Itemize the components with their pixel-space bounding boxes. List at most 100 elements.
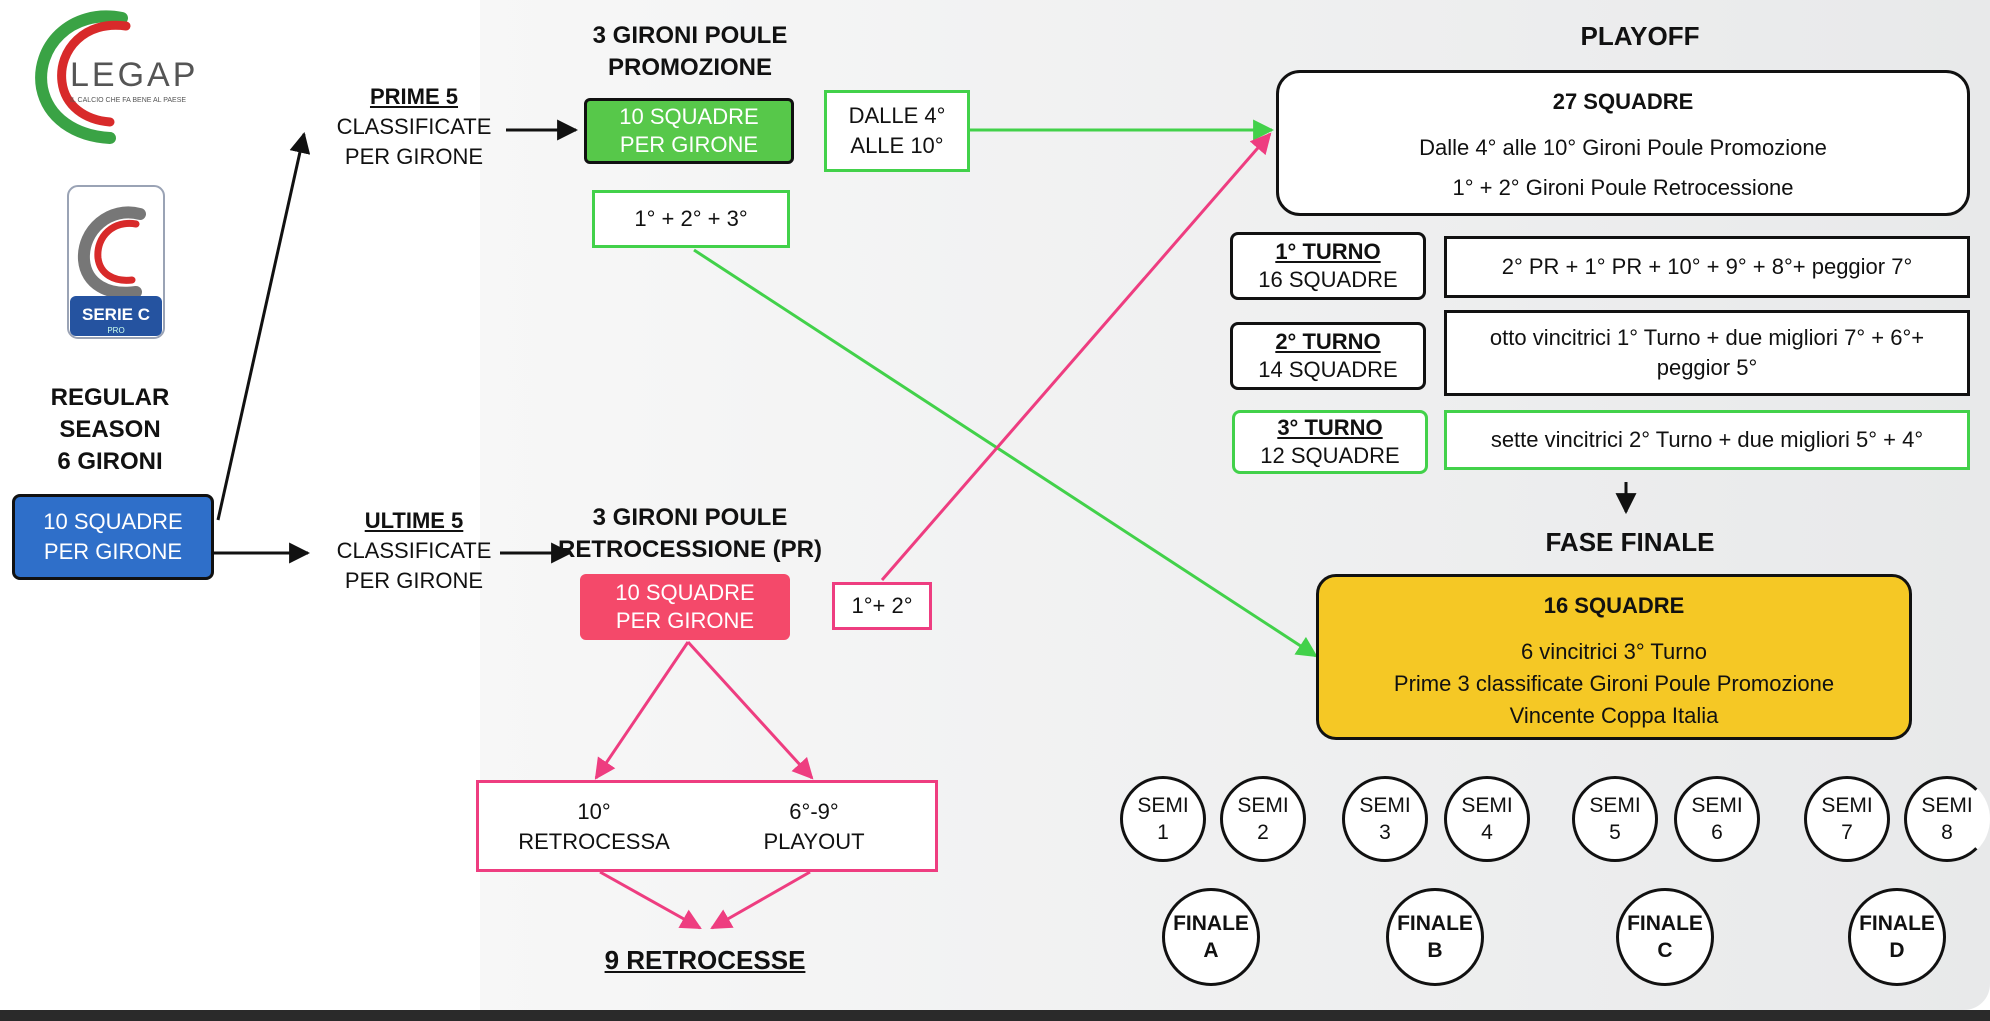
seriec-wordmark: SERIE C — [82, 305, 150, 324]
box-line: 10 SQUADRE — [43, 509, 183, 534]
title-line: 3 GIRONI POULE — [592, 22, 788, 49]
turno-desc: otto vincitrici 1° Turno + due migliori … — [1489, 325, 1925, 350]
ultime5-label: ULTIME 5 CLASSIFICATE PER GIRONE — [316, 506, 512, 596]
legapro-tagline: IL CALCIO CHE FA BENE AL PAESE — [70, 97, 186, 104]
finale-a: FINALE A — [1162, 888, 1260, 986]
finale-b: FINALE B — [1386, 888, 1484, 986]
prime5-line: PER GIRONE — [344, 144, 484, 169]
playoff-summary-title: 27 SQUADRE — [1552, 89, 1694, 114]
dalle-box: DALLE 4° ALLE 10° — [824, 90, 970, 172]
semi-1: SEMI 1 — [1120, 776, 1206, 862]
semi-label: SEMI — [1821, 794, 1873, 817]
arrow-regular-to-prime5 — [216, 131, 311, 521]
finale-letter: B — [1427, 939, 1443, 962]
semi-6: SEMI 6 — [1674, 776, 1760, 862]
playoff-summary-line: 1° + 2° Gironi Poule Retrocessione — [1452, 175, 1794, 200]
arrow-retrocessa-to-final — [599, 870, 702, 930]
semi-4: SEMI 4 — [1444, 776, 1530, 862]
top3-box: 1° + 2° + 3° — [592, 190, 790, 248]
prime5-label: PRIME 5 CLASSIFICATE PER GIRONE — [316, 82, 512, 172]
bottom-bar — [0, 1010, 1990, 1021]
outcome-line: RETROCESSA — [518, 829, 670, 854]
fase-finale-line: Vincente Coppa Italia — [1509, 703, 1719, 728]
semi-label: SEMI — [1137, 794, 1189, 817]
title-line: RETROCESSIONE (PR) — [557, 536, 823, 563]
arrow-pr-to-playout — [686, 640, 814, 780]
outcome-retrocessa: 10° RETROCESSA — [509, 797, 679, 857]
seriec-sub: PRO — [107, 326, 124, 335]
ultime5-line: CLASSIFICATE — [336, 538, 492, 563]
semi-number: 6 — [1711, 821, 1723, 844]
turno-teams: 16 SQUADRE — [1258, 267, 1398, 292]
semi-number: 8 — [1941, 821, 1953, 844]
finale-label: FINALE — [1173, 912, 1249, 935]
poule-promozione-title: 3 GIRONI POULE PROMOZIONE — [540, 20, 840, 84]
poule-promozione-box: 10 SQUADRE PER GIRONE — [584, 98, 794, 164]
semi-2: SEMI 2 — [1220, 776, 1306, 862]
fase-finale-line: 6 vincitrici 3° Turno — [1520, 639, 1708, 664]
legapro-logo-icon: LEGAPRO IL CALCIO CHE FA BENE AL PAESE — [35, 10, 252, 144]
semi-number: 1 — [1157, 821, 1169, 844]
turno-desc: 2° PR + 1° PR + 10° + 9° + 8°+ peggior 7… — [1501, 254, 1913, 279]
box-line: 10 SQUADRE — [619, 104, 759, 129]
outcome-line: PLAYOUT — [763, 829, 865, 854]
box-line: DALLE 4° — [848, 103, 946, 128]
semi-label: SEMI — [1691, 794, 1743, 817]
semi-label: SEMI — [1589, 794, 1641, 817]
turno-name: 3° TURNO — [1277, 415, 1383, 440]
playoff-title: PLAYOFF — [1580, 21, 1700, 51]
semi-number: 7 — [1841, 821, 1853, 844]
arrow-playout-to-final — [710, 870, 811, 930]
regular-season-line: REGULAR — [50, 384, 170, 411]
title-line: 3 GIRONI POULE — [592, 504, 788, 531]
box-line: 10 SQUADRE — [615, 580, 755, 605]
regular-season-title: REGULAR SEASON 6 GIRONI — [20, 382, 200, 478]
arrow-top2-to-playoff — [880, 132, 1272, 581]
legapro-logo: LEGAPRO IL CALCIO CHE FA BENE AL PAESE — [30, 8, 252, 148]
fase-finale-box-title: 16 SQUADRE — [1543, 593, 1685, 618]
arrow-pr-to-retrocessa — [594, 641, 690, 780]
arrow-top3-to-fase-finale — [693, 248, 1318, 658]
seriec-logo: SERIE C PRO — [66, 184, 166, 340]
semi-number: 2 — [1257, 821, 1269, 844]
outcome-box: 10° RETROCESSA 6°-9° PLAYOUT — [476, 780, 938, 872]
finale-d: FINALE D — [1848, 888, 1946, 986]
semi-label: SEMI — [1461, 794, 1513, 817]
turno3-name-box: 3° TURNO 12 SQUADRE — [1232, 410, 1428, 474]
semi-number: 3 — [1379, 821, 1391, 844]
turno-desc: peggior 5° — [1656, 355, 1758, 380]
turno3-desc-box: sette vincitrici 2° Turno + due migliori… — [1444, 410, 1970, 470]
finale-letter: D — [1889, 939, 1905, 962]
turno-teams: 12 SQUADRE — [1260, 443, 1400, 468]
semi-7: SEMI 7 — [1804, 776, 1890, 862]
turno1-name-box: 1° TURNO 16 SQUADRE — [1230, 232, 1426, 300]
box-line: PER GIRONE — [619, 132, 759, 157]
semi-label: SEMI — [1921, 794, 1973, 817]
fase-finale-box: 16 SQUADRE 6 vincitrici 3° Turno Prime 3… — [1316, 574, 1912, 740]
semi-5: SEMI 5 — [1572, 776, 1658, 862]
seriec-logo-icon: SERIE C PRO — [67, 185, 165, 339]
turno-desc: sette vincitrici 2° Turno + due migliori… — [1490, 427, 1924, 452]
playoff-summary-box: 27 SQUADRE Dalle 4° alle 10° Gironi Poul… — [1276, 70, 1970, 216]
semi-label: SEMI — [1237, 794, 1289, 817]
finale-label: FINALE — [1397, 912, 1473, 935]
fase-finale-title: FASE FINALE — [1545, 527, 1715, 557]
semi-8: SEMI 8 — [1904, 776, 1990, 862]
poule-retrocessione-box: 10 SQUADRE PER GIRONE — [580, 574, 790, 640]
turno2-desc-box: otto vincitrici 1° Turno + due migliori … — [1444, 310, 1970, 396]
title-line: PROMOZIONE — [607, 54, 772, 81]
finale-letter: C — [1657, 939, 1673, 962]
fase-finale-line: Prime 3 classificate Gironi Poule Promoz… — [1393, 671, 1835, 696]
prime5-head: PRIME 5 — [369, 84, 459, 109]
turno-name: 2° TURNO — [1275, 329, 1381, 354]
nove-retrocesse: 9 RETROCESSE — [604, 945, 806, 975]
regular-season-line: 6 GIRONI — [57, 448, 163, 475]
box-line: PER GIRONE — [43, 539, 183, 564]
turno2-name-box: 2° TURNO 14 SQUADRE — [1230, 322, 1426, 390]
finale-label: FINALE — [1859, 912, 1935, 935]
finale-c: FINALE C — [1616, 888, 1714, 986]
regular-season-box: 10 SQUADRE PER GIRONE — [12, 494, 214, 580]
outcome-line: 10° — [577, 799, 611, 824]
